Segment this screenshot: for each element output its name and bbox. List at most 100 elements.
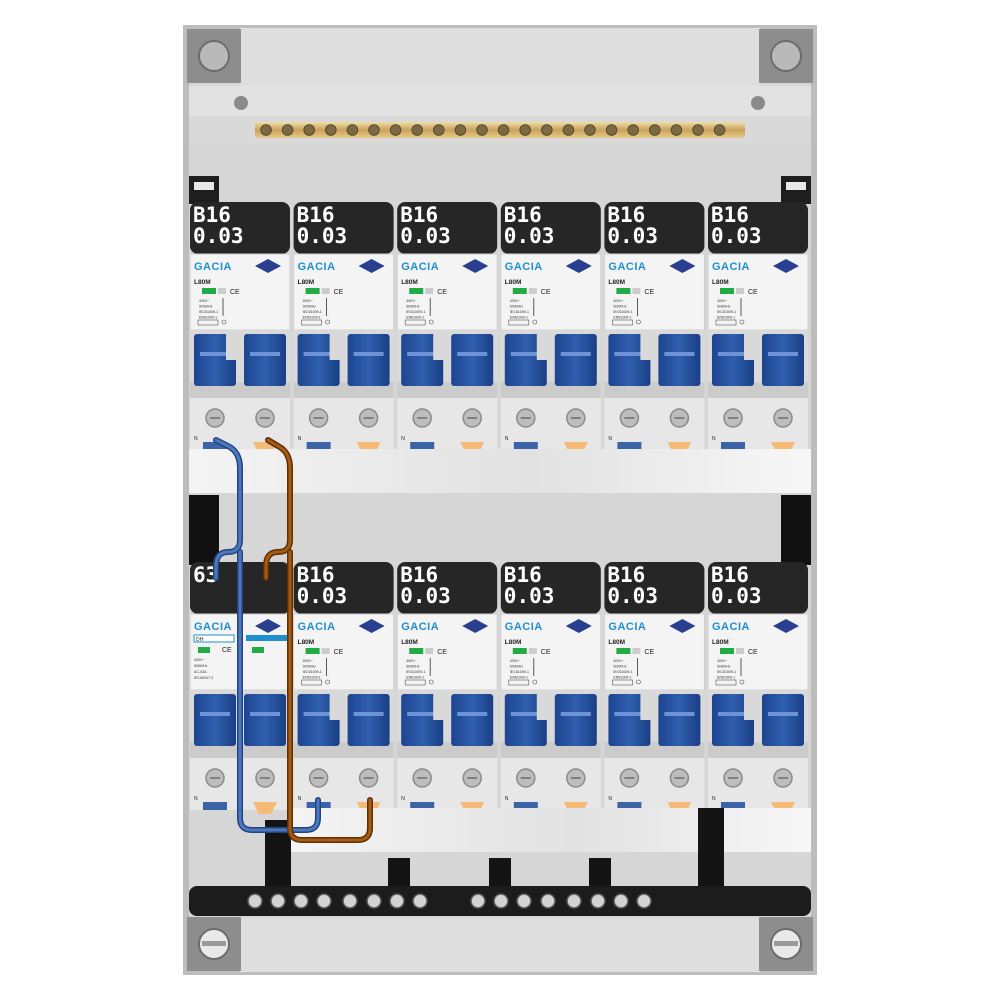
- spec-line: 50/60Hz: [613, 665, 627, 669]
- spec-line: 400V~: [613, 659, 624, 663]
- test-window: [528, 288, 537, 294]
- busbar-screw: [562, 124, 575, 136]
- toggle-highlight: [250, 352, 280, 356]
- toggle-highlight: [718, 712, 748, 716]
- enclosure-top-strip: [189, 86, 811, 116]
- din-post-right-slot: [786, 182, 806, 190]
- busbar-screw: [260, 124, 272, 136]
- main-badge-stripe: [246, 635, 288, 641]
- toggle-gap: [640, 694, 657, 720]
- toggle-lever: [451, 694, 494, 746]
- spec-line: IEC61009-1: [303, 670, 322, 674]
- neutral-wire-stub: [721, 442, 745, 450]
- toggle-highlight: [614, 352, 645, 356]
- brand-diamond-icon: [669, 619, 696, 633]
- toggle-lever: [451, 334, 494, 386]
- brand-logo: GACIA: [712, 261, 750, 273]
- live-jumper-wire: [263, 437, 373, 843]
- spec-line: 400V~: [717, 299, 728, 303]
- busbar-screw: [281, 124, 294, 136]
- status-window: [409, 288, 424, 294]
- status-window: [720, 648, 734, 654]
- device-rating-label: B16: [297, 563, 335, 587]
- device-sensitivity-label: 0.03: [297, 224, 348, 248]
- rating-box: [301, 319, 322, 326]
- busbar-screw: [454, 124, 467, 136]
- toggle-highlight: [353, 352, 384, 356]
- toggle-lever: [712, 694, 754, 746]
- toggle-lever: [608, 334, 651, 386]
- test-window: [425, 648, 434, 654]
- toggle-highlight: [200, 712, 230, 716]
- toggle-lever: [347, 334, 390, 386]
- toggle-highlight: [250, 712, 280, 716]
- busbar-screw: [605, 124, 618, 136]
- ce-mark: CE: [541, 649, 551, 656]
- ce-mark: CE: [541, 289, 551, 296]
- terminal-bar-screw: [516, 893, 532, 909]
- spec-line: 50/60Hz: [199, 305, 213, 309]
- toggle-highlight: [510, 712, 541, 716]
- terminal-block: [604, 398, 705, 450]
- neutral-jumper-wire: [213, 437, 321, 833]
- status-window: [198, 647, 210, 653]
- terminal-bar-screw: [270, 893, 286, 909]
- neutral-mark: N: [194, 796, 198, 802]
- spec-line: 400V~: [406, 659, 417, 663]
- toggle-gap: [536, 694, 553, 720]
- spec-line: 400V~: [613, 299, 624, 303]
- terminal-block: [293, 398, 394, 450]
- terminal-block: [708, 758, 808, 810]
- status-window: [305, 288, 320, 294]
- device-sensitivity-label: 0.03: [297, 584, 348, 608]
- brand-diamond-icon: [462, 259, 489, 273]
- rating-box: [508, 319, 530, 326]
- spec-line: EN61009-1: [717, 316, 735, 320]
- device-label-plate: [500, 202, 601, 254]
- din-post-left-slot: [194, 182, 214, 190]
- toggle-lever: [504, 694, 547, 746]
- status-window: [409, 648, 424, 654]
- terminal-bar-screw: [316, 893, 332, 909]
- device-rating-label: B16: [504, 563, 542, 587]
- brand-diamond-icon: [255, 619, 281, 633]
- spec-line: EN61009-1: [717, 676, 735, 680]
- toggle-highlight: [303, 712, 334, 716]
- din-rail-support-left: [189, 495, 219, 565]
- rating-box: [508, 679, 530, 686]
- device-sensitivity-label: 0.03: [400, 584, 451, 608]
- spec-line: IEC61009-1: [717, 670, 736, 674]
- device-label-plate: [397, 202, 498, 254]
- spec-line: EN61009-1: [303, 676, 321, 680]
- spec-line: EN61009-1: [510, 316, 528, 320]
- brand-diamond-icon: [565, 259, 592, 273]
- status-window: [616, 288, 631, 294]
- neutral-wire-stub: [513, 442, 538, 450]
- device-sensitivity-label: 0.03: [711, 224, 762, 248]
- terminal-bar-screw: [412, 893, 428, 909]
- spec-line: 50/60Hz: [303, 665, 317, 669]
- rcbo-breaker: B160.03GACIAL80MCE400V~50/60HzIEC61009-1…: [396, 562, 498, 814]
- test-button-symbol: [325, 319, 330, 325]
- toggle-lever: [401, 334, 444, 386]
- busbar-screw: [627, 124, 640, 136]
- device-model: L80M: [401, 639, 418, 646]
- bottom-breaker-row: 63GACIADHCE400V~50/60HzAC-63AIEC60947-3N…: [189, 562, 809, 814]
- brand-diamond-icon: [773, 619, 799, 633]
- toggle-lever: [762, 694, 804, 746]
- busbar-screw: [411, 124, 424, 136]
- spec-line: AC-63A: [194, 670, 207, 674]
- device-model: L80M: [712, 639, 729, 646]
- busbar-screw: [303, 124, 316, 136]
- spec-line: 50/60Hz: [510, 665, 524, 669]
- rating-box: [715, 319, 737, 326]
- spec-line: 50/60Hz: [613, 305, 627, 309]
- ce-mark: CE: [334, 289, 344, 296]
- device-model: L80M: [298, 639, 315, 646]
- device-rating-label: B16: [607, 203, 645, 227]
- neutral-wire-stub: [410, 802, 435, 810]
- rating-box: [197, 319, 219, 326]
- test-window: [736, 288, 744, 294]
- terminal-bar-screw: [636, 893, 652, 909]
